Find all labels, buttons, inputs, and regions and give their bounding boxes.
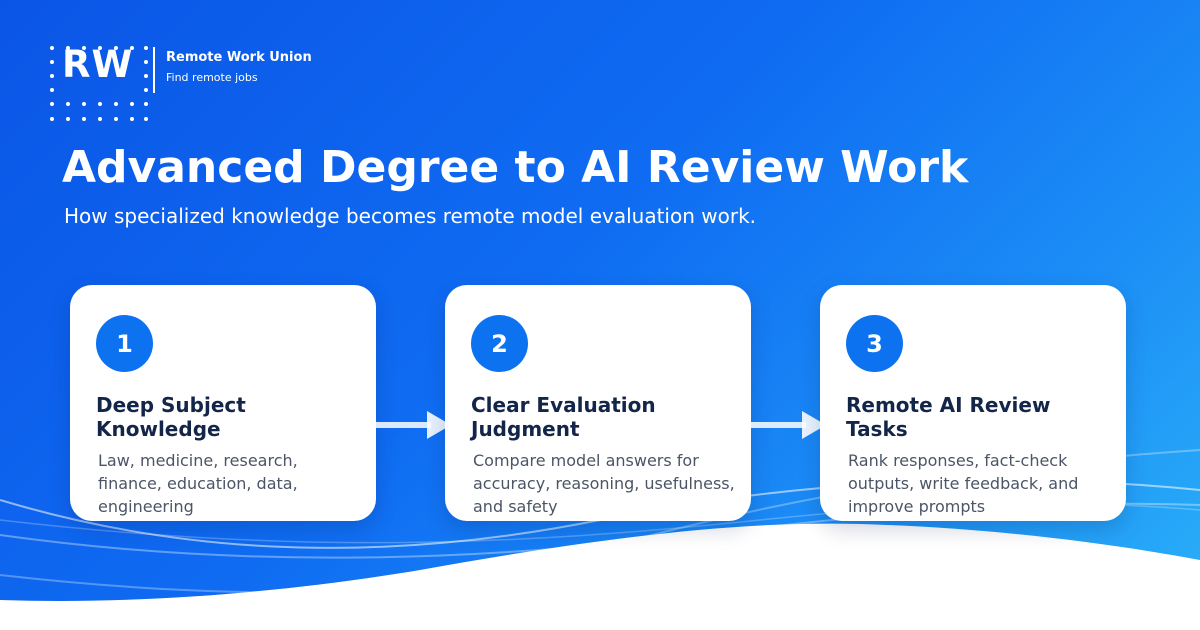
logo-initials: RW: [62, 43, 134, 86]
brand-tagline: Find remote jobs: [166, 71, 258, 84]
step-number-badge: 1: [96, 315, 153, 372]
page-title: Advanced Degree to AI Review Work: [62, 142, 969, 193]
step-card-1: 1 Deep Subject Knowledge Law, medicine, …: [70, 285, 376, 521]
arrow-right-icon: [748, 411, 826, 439]
page-subtitle: How specialized knowledge becomes remote…: [64, 204, 757, 228]
step-description: Law, medicine, research, finance, educat…: [98, 451, 298, 516]
step-title: Remote AI Review Tasks: [846, 393, 1051, 441]
step-number-badge: 3: [846, 315, 903, 372]
step-description: Rank responses, fact-check outputs, writ…: [848, 451, 1079, 516]
step-title: Clear Evaluation Judgment: [471, 393, 656, 441]
step-card-2: 2 Clear Evaluation Judgment Compare mode…: [445, 285, 751, 521]
logo-divider: [153, 47, 155, 93]
step-description: Compare model answers for accuracy, reas…: [473, 451, 735, 516]
step-number-badge: 2: [471, 315, 528, 372]
arrow-right-icon: [373, 411, 451, 439]
step-card-3: 3 Remote AI Review Tasks Rank responses,…: [820, 285, 1126, 521]
logo-dot-grid: [50, 46, 148, 121]
brand-name: Remote Work Union: [166, 50, 312, 65]
step-title: Deep Subject Knowledge: [96, 393, 246, 441]
